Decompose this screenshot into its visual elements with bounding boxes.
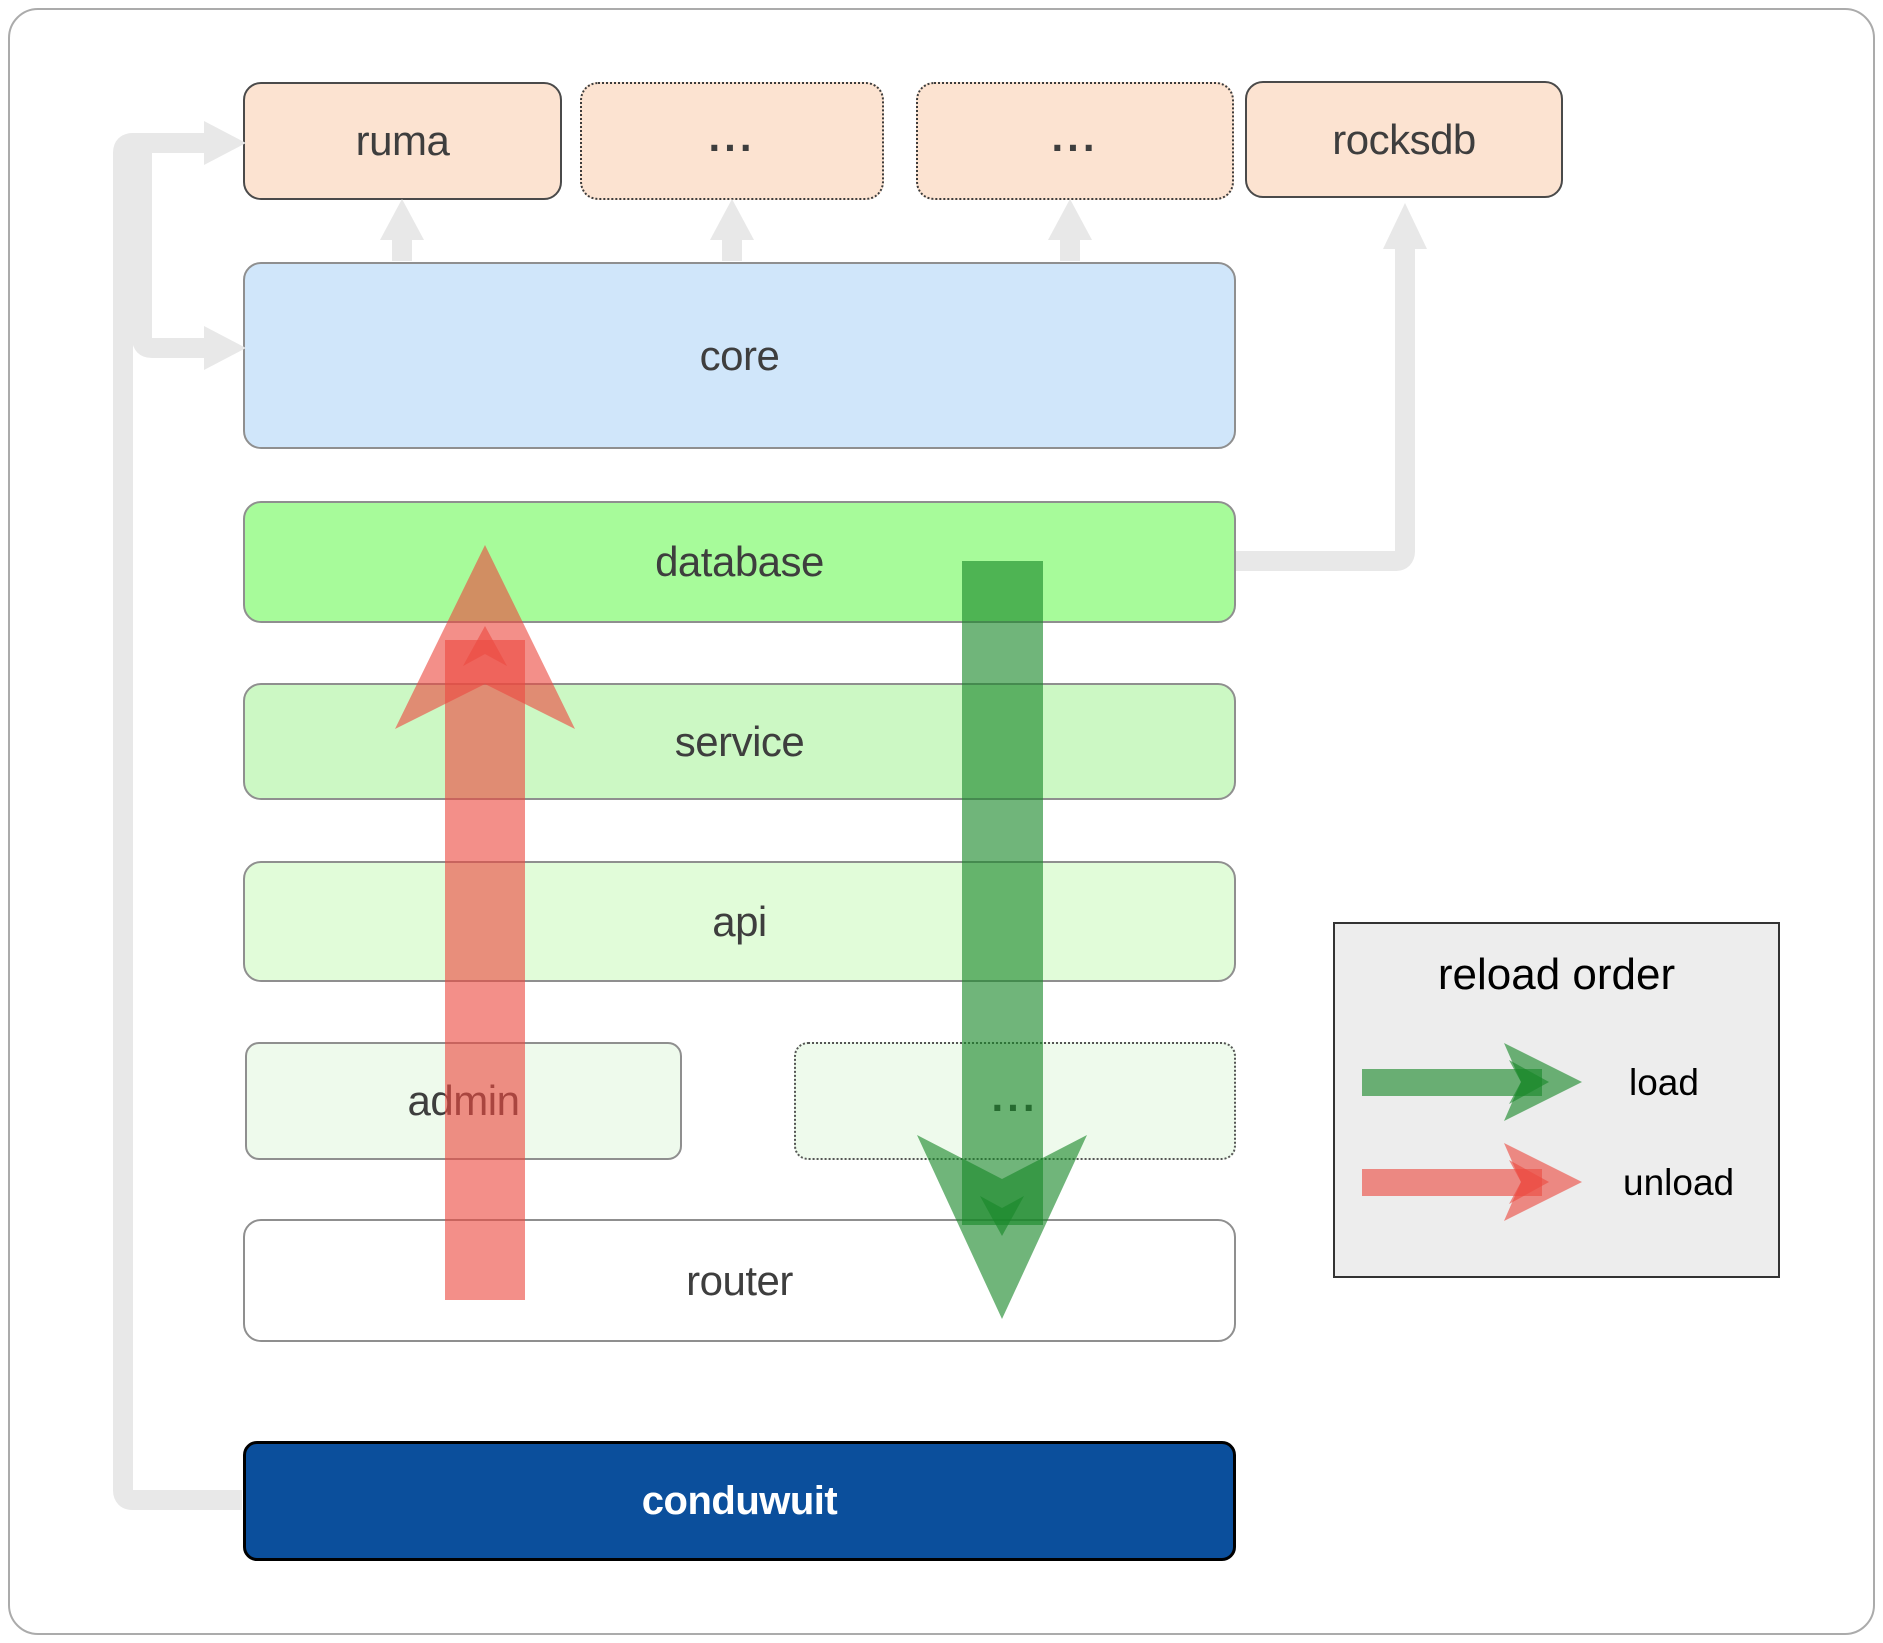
node-ellipsis-2-label: ... xyxy=(1051,113,1099,160)
node-ruma: ruma xyxy=(243,82,562,200)
node-ellipsis-2: ... xyxy=(916,82,1234,200)
node-core: core xyxy=(243,262,1236,449)
node-ellipsis-1-label: ... xyxy=(708,113,756,160)
legend-label-load: load xyxy=(1629,1062,1699,1103)
node-ruma-label: ruma xyxy=(355,117,450,164)
node-core-label: core xyxy=(699,331,780,379)
node-ellipsis-3: ... xyxy=(794,1042,1236,1160)
legend-reload-order: reload order load unload xyxy=(1333,922,1780,1278)
legend-title: reload order xyxy=(1437,950,1676,999)
node-api-label: api xyxy=(712,897,767,945)
node-conduwuit-label: conduwuit xyxy=(641,1478,838,1523)
node-service-label: service xyxy=(674,717,805,765)
node-database-label: database xyxy=(655,538,824,585)
node-admin: admin xyxy=(245,1042,682,1160)
node-admin-label: admin xyxy=(407,1077,520,1124)
node-rocksdb: rocksdb xyxy=(1245,81,1563,198)
node-rocksdb-label: rocksdb xyxy=(1332,115,1476,163)
node-ellipsis-3-label: ... xyxy=(991,1073,1039,1120)
diagram-outer-frame xyxy=(8,8,1875,1635)
node-service: service xyxy=(243,683,1236,800)
node-ellipsis-1: ... xyxy=(580,82,884,200)
node-router: router xyxy=(243,1219,1236,1342)
legend-label-unload: unload xyxy=(1623,1162,1735,1203)
node-conduwuit: conduwuit xyxy=(243,1441,1236,1561)
node-database: database xyxy=(243,501,1236,623)
node-router-label: router xyxy=(686,1256,793,1304)
node-api: api xyxy=(243,861,1236,982)
